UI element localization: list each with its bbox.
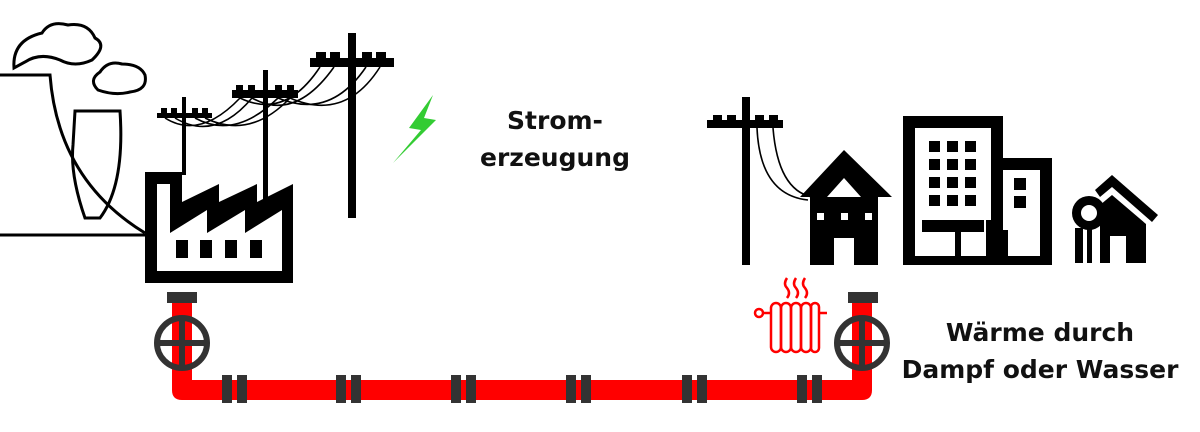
power-lines bbox=[756, 127, 813, 201]
cooling-tower-icon bbox=[0, 73, 146, 237]
power-lines bbox=[164, 66, 381, 128]
power-generation-label: Strom- erzeugung bbox=[470, 102, 640, 176]
power-label-line2: erzeugung bbox=[480, 143, 630, 172]
heat-label-line1: Wärme durch bbox=[945, 318, 1135, 347]
house-icon bbox=[800, 150, 892, 265]
power-label-line1: Strom- bbox=[507, 106, 603, 135]
steam-cloud-icon bbox=[12, 22, 147, 96]
power-pole-icon bbox=[707, 97, 783, 265]
house-with-tree-icon bbox=[1072, 175, 1158, 263]
valve-icon bbox=[834, 315, 890, 371]
heat-label: Wärme durch Dampf oder Wasser bbox=[895, 314, 1185, 388]
radiator-icon bbox=[753, 277, 827, 354]
valve-icon bbox=[154, 315, 210, 371]
factory-icon bbox=[145, 172, 293, 283]
lightning-icon bbox=[393, 95, 436, 163]
power-pole-icon bbox=[157, 33, 394, 218]
pipe-flanges bbox=[222, 375, 822, 403]
office-building-icon bbox=[903, 116, 1052, 265]
heat-pipe bbox=[154, 292, 890, 403]
heat-label-line2: Dampf oder Wasser bbox=[901, 355, 1179, 384]
